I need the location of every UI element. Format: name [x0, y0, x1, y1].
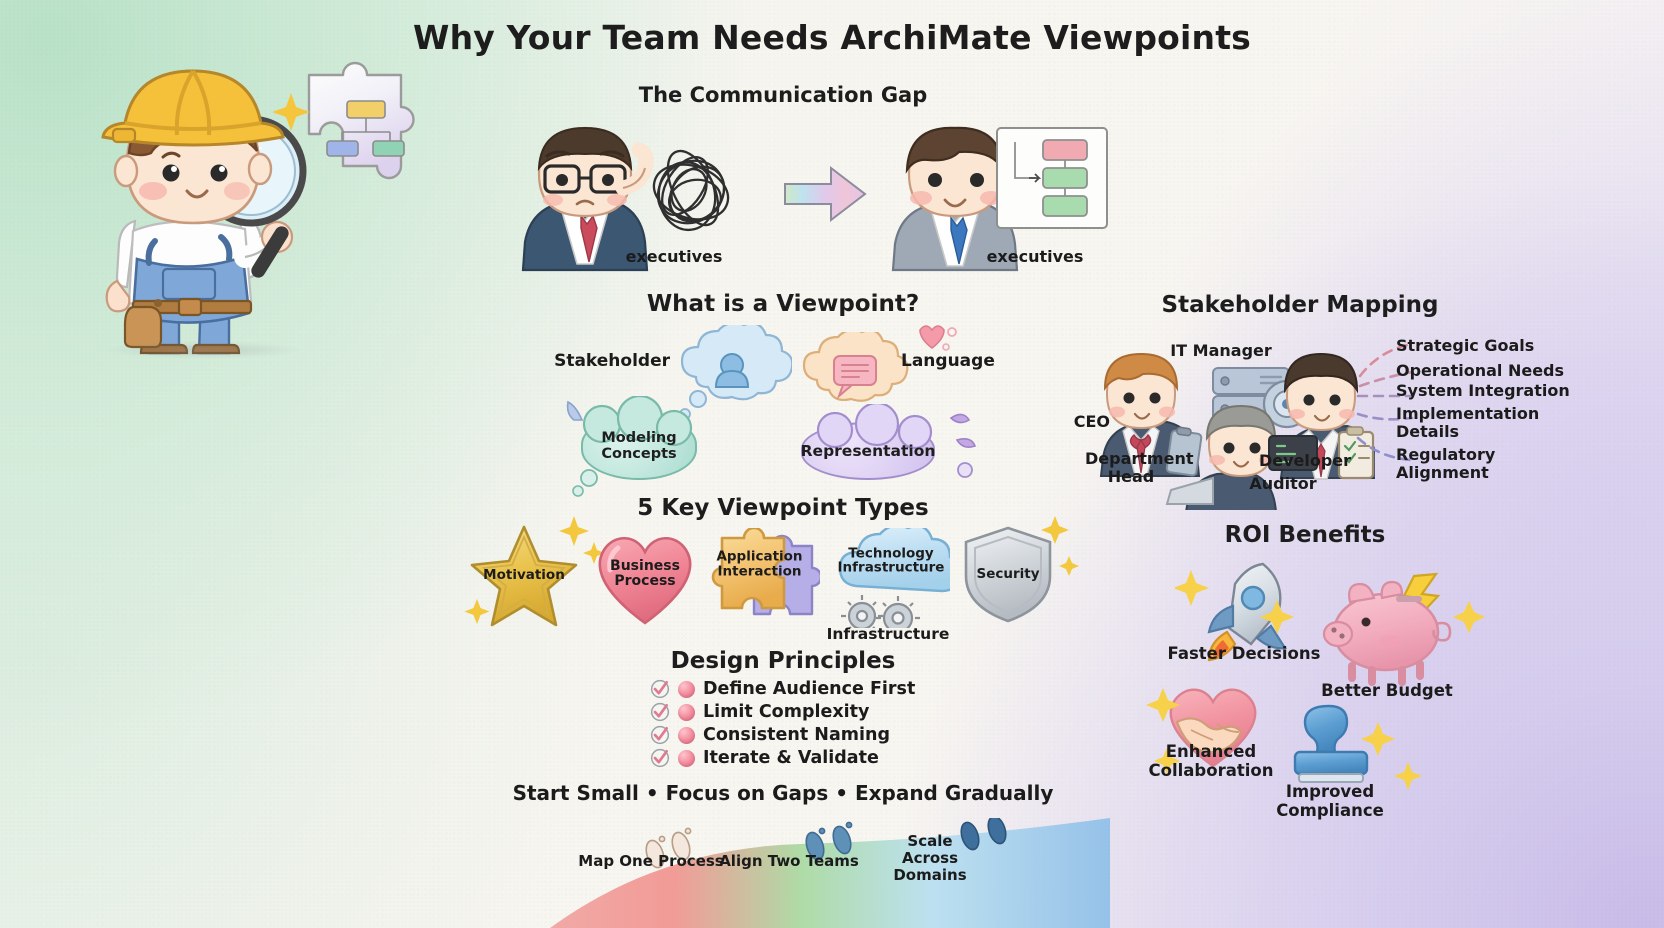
- journey-step-label: Map One Process: [578, 852, 724, 870]
- star-icon: [470, 525, 578, 627]
- shield-icon: [964, 526, 1052, 623]
- viewpoint-type-application-interaction: Application Interaction: [710, 526, 823, 626]
- rainbow-arrow-icon: [784, 165, 867, 223]
- viewpoint-label-stakeholder: Stakeholder: [554, 351, 670, 371]
- stakeholder-label-department-head: Department Head: [1085, 449, 1194, 486]
- concern-label-implementation-details: Implementation Details: [1396, 404, 1540, 441]
- section-title-communication-gap: The Communication Gap: [638, 83, 928, 107]
- principle-label: Limit Complexity: [703, 702, 870, 722]
- tangled-scribble-icon: [652, 149, 730, 232]
- concern-label-strategic-goals: Strategic Goals: [1396, 336, 1535, 355]
- viewpoint-type-application-interaction-label: Application Interaction: [716, 548, 803, 580]
- section-title-stakeholder-mapping: Stakeholder Mapping: [1161, 292, 1439, 318]
- page-title: Why Your Team Needs ArchiMate Viewpoints: [412, 18, 1252, 57]
- principle-label: Iterate & Validate: [703, 748, 879, 768]
- stakeholder-avatars-illustration: [1099, 352, 1375, 510]
- check-circle-icon: [650, 725, 670, 745]
- principle-row: Iterate & Validate: [650, 748, 879, 768]
- sparkle-icon: [1453, 601, 1485, 633]
- section-title-viewpoint: What is a Viewpoint?: [646, 291, 920, 317]
- stakeholder-label-developer: Developer: [1258, 451, 1352, 470]
- journey-step-label: Scale Across Domains: [893, 832, 967, 884]
- sparkle-icon: [1041, 516, 1079, 576]
- dark-footprints: [960, 818, 1007, 851]
- section-title-viewpoint-types: 5 Key Viewpoint Types: [637, 495, 929, 521]
- roi-label-improved-compliance: Improved Compliance: [1276, 782, 1384, 820]
- cloud-representation: Representation: [801, 422, 935, 480]
- heart-sparkle-icon: [919, 325, 957, 351]
- communication-gap-illustration: [521, 126, 1108, 272]
- stakeholder-connectors: [1356, 342, 1414, 462]
- concern-label-system-integration: System Integration: [1396, 381, 1570, 400]
- architecture-puzzle-piece: [307, 61, 415, 180]
- principle-label: Define Audience First: [703, 679, 916, 699]
- communication-gap-right-label: executives: [986, 247, 1084, 266]
- journey-step-label: Align Two Teams: [719, 852, 859, 870]
- communication-gap-left-label: executives: [625, 247, 723, 266]
- concern-label-operational-needs: Operational Needs: [1396, 361, 1565, 380]
- department-head-avatar: [1099, 352, 1203, 477]
- heart-icon: [598, 536, 692, 625]
- roi-label-better-budget: Better Budget: [1321, 681, 1453, 700]
- bullet-dot: [678, 680, 695, 698]
- sparkle-icon: [1146, 688, 1180, 774]
- happy-executive-icon: [891, 126, 1019, 272]
- engineer-mascot: [55, 45, 425, 365]
- bullet-dot: [678, 726, 695, 744]
- viewpoint-type-security-label: Security: [976, 565, 1040, 582]
- sparkle-icon: [464, 599, 490, 624]
- cloud-modeling-concepts-label: Modeling Concepts: [601, 430, 677, 462]
- sparkle-icon: [1361, 722, 1422, 790]
- clear-flow-diagram-icon: [996, 127, 1108, 229]
- bullet-dot: [678, 703, 695, 721]
- viewpoint-type-business-process: Business Process: [590, 524, 700, 628]
- journey-path-illustration: [550, 818, 1110, 928]
- roi-label-faster-decisions: Faster Decisions: [1167, 644, 1321, 663]
- principle-label: Consistent Naming: [703, 725, 890, 745]
- viewpoint-type-motivation: Motivation: [466, 523, 582, 627]
- confused-executive-icon: [521, 126, 654, 272]
- mascot-illustration: [101, 61, 415, 355]
- check-circle-icon: [650, 679, 670, 699]
- viewpoint-label-language: Language: [901, 351, 995, 371]
- piggy-bank-icon: [1322, 572, 1452, 686]
- cloud-representation-label: Representation: [800, 441, 936, 460]
- blue-footprints: [805, 821, 853, 861]
- cloud-gears-icon: [838, 524, 963, 640]
- viewpoint-type-technology-infrastructure-label: Technology Infrastructure: [837, 545, 945, 576]
- roi-label-enhanced-collaboration: Enhanced Collaboration: [1148, 742, 1274, 780]
- section-title-design-principles: Design Principles: [670, 648, 896, 674]
- cloud-modeling-concepts: Modeling Concepts: [581, 414, 697, 480]
- principle-row: Define Audience First: [650, 679, 915, 699]
- viewpoint-type-motivation-label: Motivation: [483, 566, 565, 583]
- design-principles-tagline: Start Small • Focus on Gaps • Expand Gra…: [512, 781, 1054, 805]
- rocket-icon: [1207, 562, 1287, 662]
- stakeholder-label-ceo: CEO: [1073, 412, 1110, 431]
- mascot-shadow: [103, 341, 303, 359]
- stakeholder-label-it-manager: IT Manager: [1170, 341, 1272, 360]
- handshake-heart-icon: [1169, 688, 1257, 768]
- principle-row: Consistent Naming: [650, 725, 890, 745]
- language-thought-cloud: [802, 332, 909, 402]
- sparkle-icon: [1175, 570, 1294, 634]
- infrastructure-sub-label: Infrastructure: [826, 625, 950, 643]
- viewpoint-type-business-process-label: Business Process: [610, 558, 680, 589]
- developer-avatar: [1268, 352, 1375, 480]
- concern-label-regulatory-alignment: Regulatory Alignment: [1396, 445, 1496, 482]
- sparkle-icon: [272, 93, 310, 131]
- viewpoint-type-security: Security: [960, 524, 1056, 624]
- principle-row: Limit Complexity: [650, 702, 869, 722]
- puzzle-icon: [711, 526, 823, 616]
- stakeholder-thought-cloud: [679, 325, 792, 420]
- light-footprints: [645, 827, 692, 869]
- stakeholder-label-auditor: Auditor: [1249, 474, 1317, 493]
- viewpoint-type-technology-infrastructure: Technology Infrastructure: [832, 524, 963, 640]
- stamp-icon: [1293, 704, 1369, 783]
- check-circle-icon: [650, 748, 670, 768]
- section-title-roi-benefits: ROI Benefits: [1224, 522, 1386, 548]
- check-circle-icon: [650, 702, 670, 722]
- sparkle-icon: [559, 516, 605, 564]
- bullet-dot: [678, 749, 695, 767]
